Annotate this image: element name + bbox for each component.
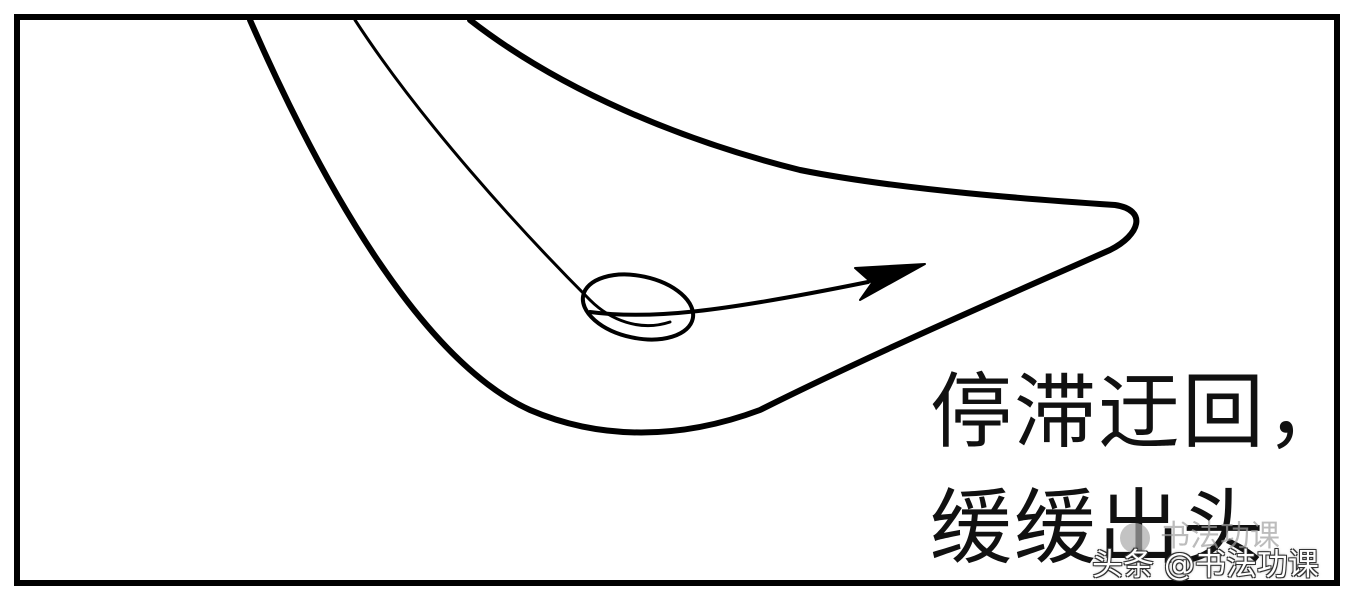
- detour-loop: [580, 272, 696, 342]
- watermark-faded: 书法功课: [1120, 522, 1280, 553]
- direction-arrow-line: [588, 280, 870, 317]
- watermark-logo-icon: [1120, 522, 1150, 553]
- stroke-outline: [247, 17, 1140, 436]
- frame-border: [14, 14, 1340, 586]
- watermark-faded-text: 书法功课: [1160, 519, 1280, 554]
- brush-path-line: [353, 18, 672, 327]
- arrow-head-icon: [854, 263, 926, 301]
- watermark-main: 头条 @书法功课: [1092, 547, 1319, 583]
- caption-line-2: 缓缓出头: [930, 481, 1267, 576]
- caption-line-1: 停滞迂回，: [930, 365, 1351, 460]
